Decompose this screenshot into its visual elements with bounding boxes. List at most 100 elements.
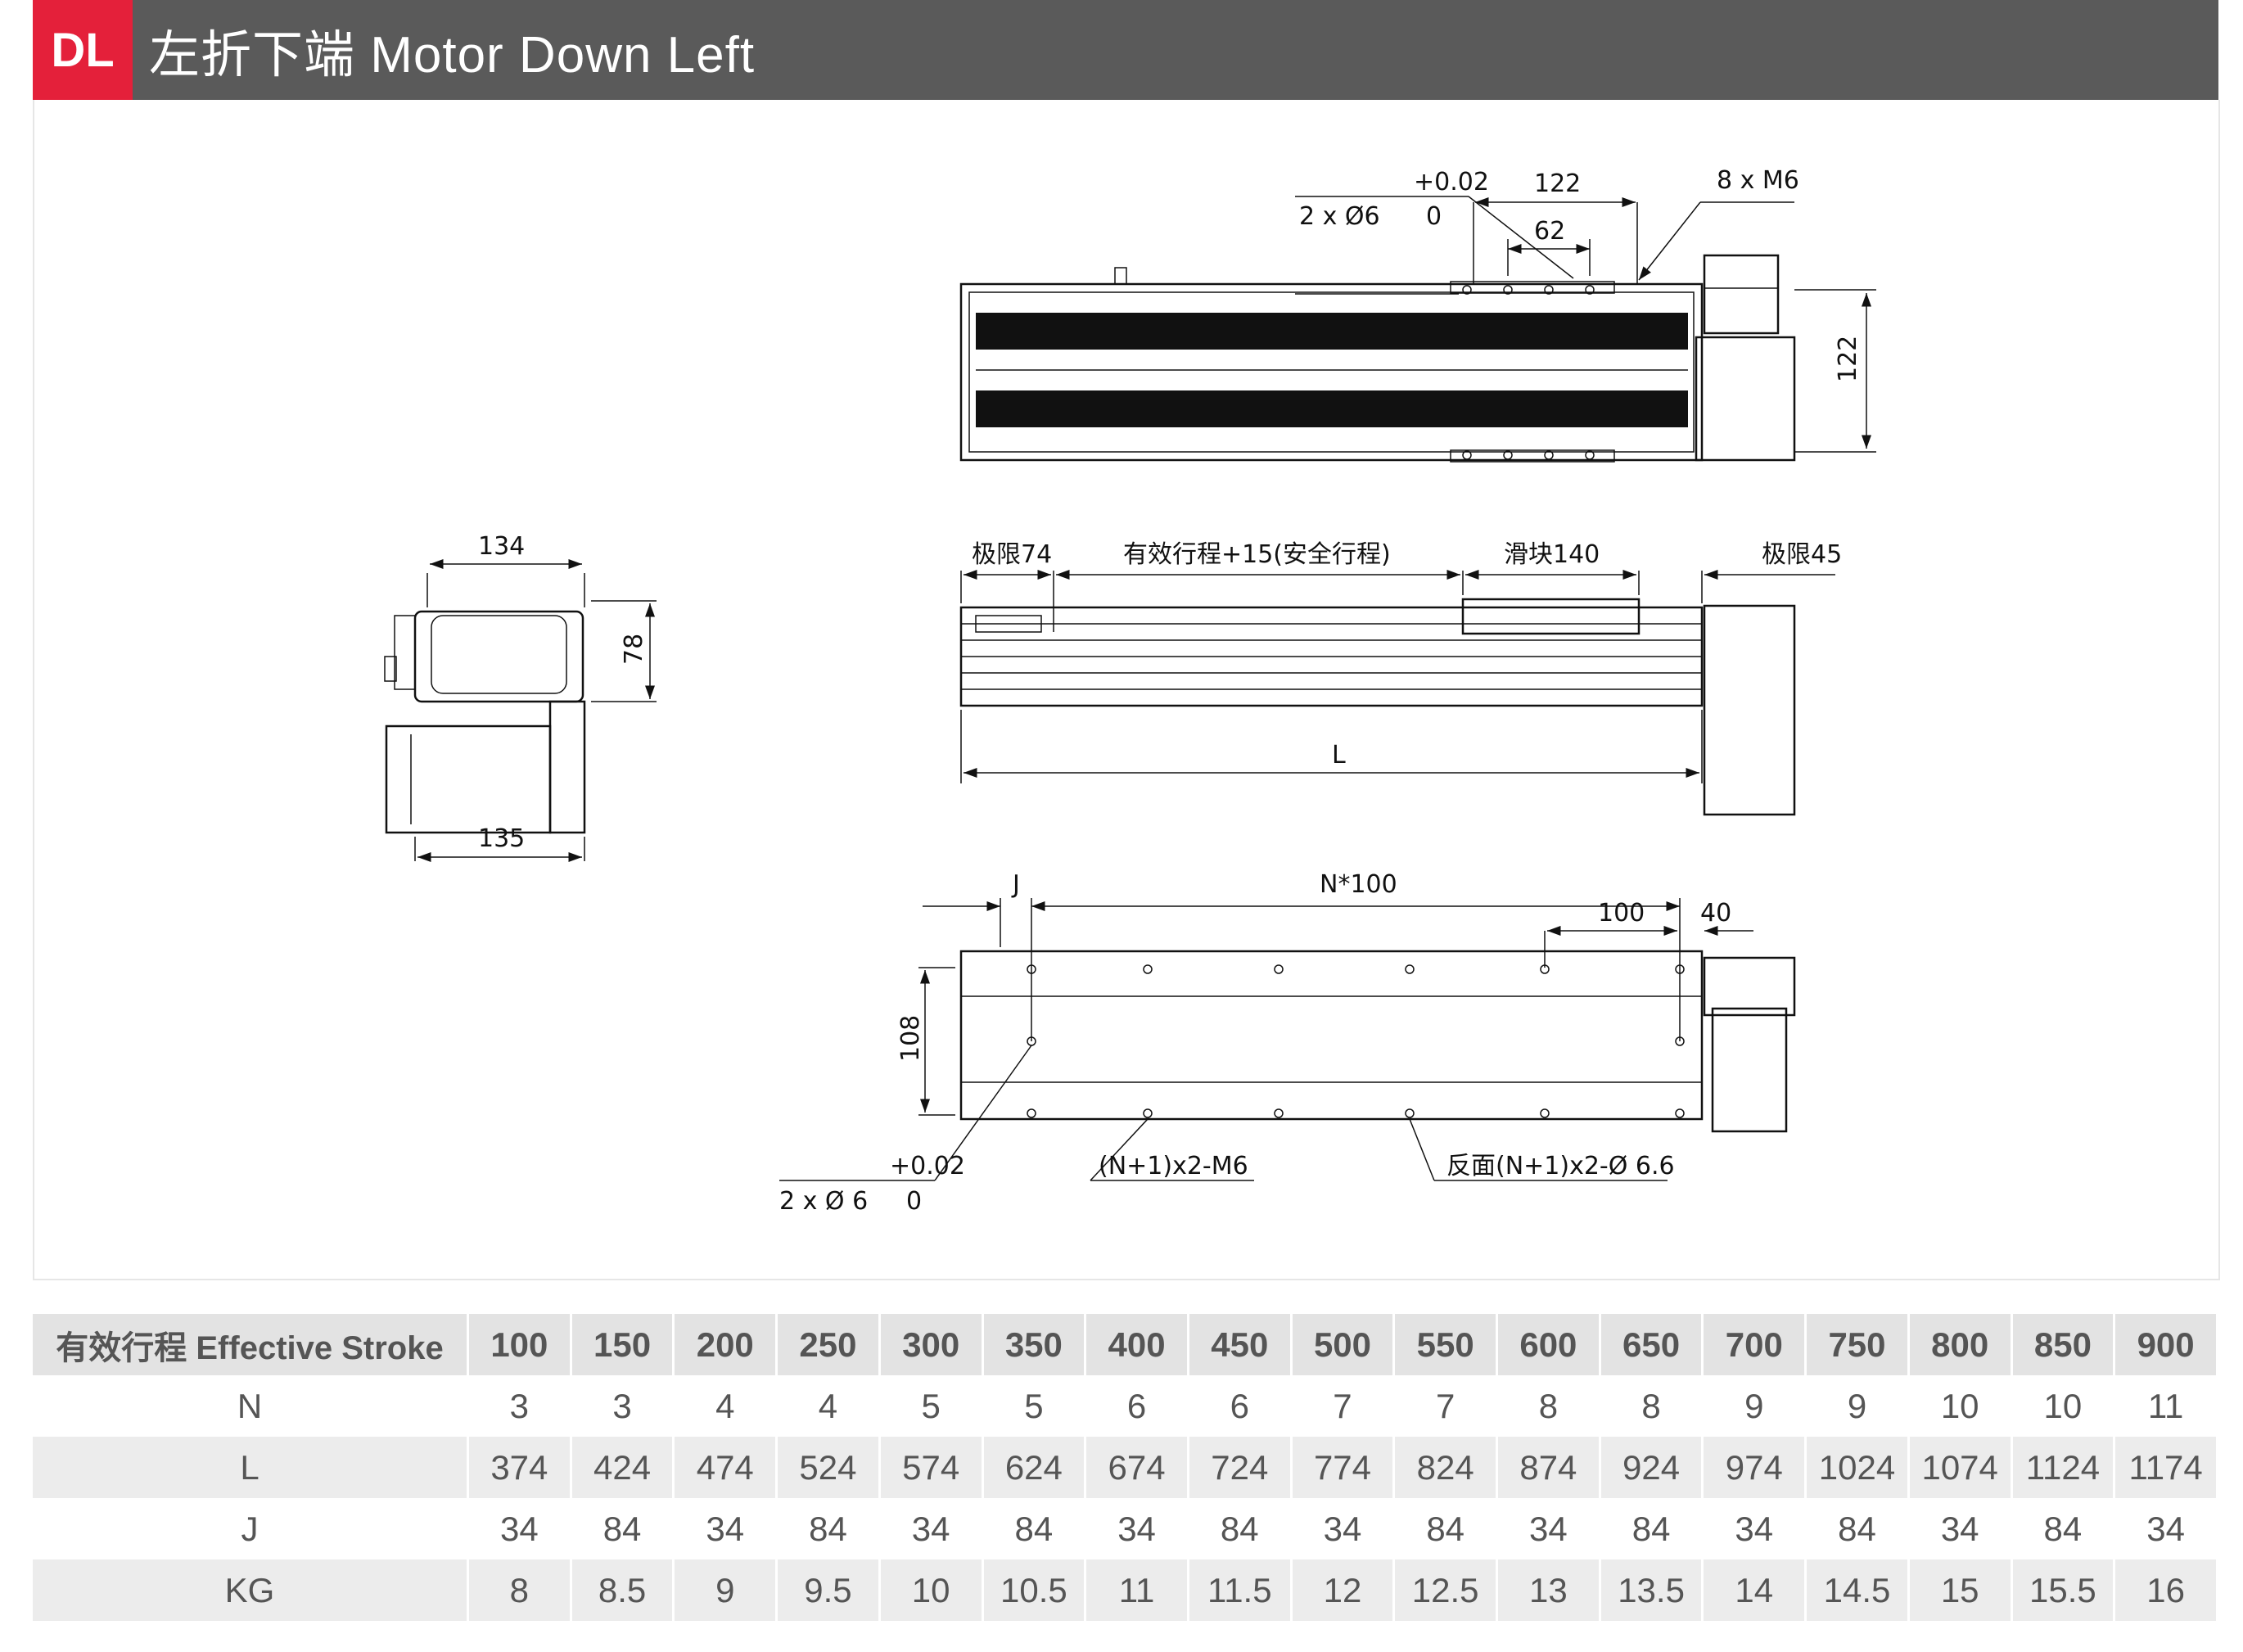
- row-label: KG: [33, 1559, 469, 1621]
- row-label: J: [33, 1498, 469, 1559]
- table-cell: 624: [982, 1437, 1087, 1498]
- table-cell: 14: [1702, 1559, 1807, 1621]
- table-cell: 3: [467, 1375, 572, 1437]
- table-cell: 474: [673, 1437, 779, 1498]
- top-tolerance-zero: 0: [1426, 202, 1442, 231]
- table-cell: 1024: [1805, 1437, 1910, 1498]
- stroke-header-cell: 250: [776, 1314, 881, 1375]
- table-cell: 774: [1291, 1437, 1396, 1498]
- side-dim-122: 122: [1834, 336, 1862, 382]
- table-cell: 15.5: [2011, 1559, 2116, 1621]
- technical-drawing: +0.02 2 x Ø6 0 122 62 8 x M6 122: [384, 166, 1876, 1216]
- stroke-header-cell: 450: [1188, 1314, 1293, 1375]
- row-label: N: [33, 1375, 469, 1437]
- stroke-header-cell: 400: [1085, 1314, 1189, 1375]
- table-cell: 34: [1908, 1498, 2013, 1559]
- table-cell: 84: [2011, 1498, 2116, 1559]
- table-cell: 4: [673, 1375, 779, 1437]
- side-slider-label: 滑块140: [1504, 540, 1600, 569]
- table-cell: 34: [1085, 1498, 1189, 1559]
- stroke-header-cell: 650: [1600, 1314, 1704, 1375]
- table-cell: 13: [1496, 1559, 1601, 1621]
- table-cell: 84: [1393, 1498, 1499, 1559]
- table-cell: 10: [1908, 1375, 2013, 1437]
- table-cell: 11.5: [1188, 1559, 1293, 1621]
- table-cell: 14.5: [1805, 1559, 1910, 1621]
- bottom-threads-label: (N+1)x2-M6: [1099, 1152, 1248, 1180]
- table-cell: 12.5: [1393, 1559, 1499, 1621]
- table-cell: 1124: [2011, 1437, 2116, 1498]
- bottom-view: J N*100 100 40 108 +0.02 2 x Ø 6 0 (N+1)…: [779, 870, 1796, 1216]
- table-cell: 84: [1805, 1498, 1910, 1559]
- table-cell: 84: [1188, 1498, 1293, 1559]
- table-cell: 34: [1702, 1498, 1807, 1559]
- stroke-header-cell: 600: [1496, 1314, 1601, 1375]
- top-tolerance-label: +0.02: [1414, 168, 1489, 196]
- table-cell: 9: [1702, 1375, 1807, 1437]
- top-dim-122: 122: [1534, 169, 1581, 198]
- stroke-header-cell: 800: [1908, 1314, 2013, 1375]
- bottom-through-holes-label: 反面(N+1)x2-Ø 6.6: [1446, 1152, 1675, 1180]
- stroke-header-cell: 850: [2011, 1314, 2116, 1375]
- bottom-tolerance-label: +0.02: [890, 1152, 965, 1180]
- end-width-135: 135: [478, 824, 525, 853]
- bottom-dim-40: 40: [1700, 899, 1731, 928]
- table-cell: 5: [879, 1375, 984, 1437]
- stroke-header-cell: 750: [1805, 1314, 1910, 1375]
- side-length-label: L: [1332, 741, 1346, 770]
- stroke-header-cell: 500: [1291, 1314, 1396, 1375]
- table-cell: 8: [1496, 1375, 1601, 1437]
- table-cell: 974: [1702, 1437, 1807, 1498]
- top-thread-label: 8 x M6: [1717, 166, 1799, 195]
- bottom-j-label: J: [1011, 870, 1020, 899]
- table-cell: 10.5: [982, 1559, 1087, 1621]
- table-cell: 8: [1600, 1375, 1704, 1437]
- section-badge: DL: [33, 0, 133, 100]
- table-cell: 34: [467, 1498, 572, 1559]
- stroke-header-label: 有效行程 Effective Stroke: [33, 1314, 469, 1375]
- stroke-header-cell: 350: [982, 1314, 1087, 1375]
- end-view: 134 78 135: [384, 532, 657, 862]
- side-view: 极限74 有效行程+15(安全行程) 滑块140 极限45 L: [959, 540, 1842, 816]
- table-cell: 574: [879, 1437, 984, 1498]
- table-cell: 84: [982, 1498, 1087, 1559]
- stroke-header-cell: 550: [1393, 1314, 1499, 1375]
- table-cell: 12: [1291, 1559, 1396, 1621]
- table-cell: 10: [2011, 1375, 2116, 1437]
- table-cell: 34: [1496, 1498, 1601, 1559]
- table-cell: 7: [1393, 1375, 1499, 1437]
- top-pin-hole-label: 2 x Ø6: [1299, 202, 1380, 231]
- table-cell: 9.5: [776, 1559, 881, 1621]
- section-header: DL 左折下端 Motor Down Left: [33, 0, 2218, 100]
- side-stroke-label: 有效行程+15(安全行程): [1123, 540, 1391, 569]
- end-width-134: 134: [478, 532, 525, 561]
- table-cell: 34: [879, 1498, 984, 1559]
- table-cell: 1074: [1908, 1437, 2013, 1498]
- table-cell: 84: [571, 1498, 675, 1559]
- bottom-dim-100: 100: [1598, 899, 1645, 928]
- table-cell: 4: [776, 1375, 881, 1437]
- section-title: 左折下端 Motor Down Left: [149, 27, 756, 84]
- table-cell: 724: [1188, 1437, 1293, 1498]
- top-view: +0.02 2 x Ø6 0 122 62 8 x M6 122: [959, 166, 1876, 463]
- table-cell: 13.5: [1600, 1559, 1704, 1621]
- table-cell: 8.5: [571, 1559, 675, 1621]
- table-cell: 874: [1496, 1437, 1601, 1498]
- table-cell: 824: [1393, 1437, 1499, 1498]
- bottom-dim-108: 108: [896, 1015, 925, 1062]
- side-limit-left: 极限74: [972, 540, 1052, 569]
- table-cell: 8: [467, 1559, 572, 1621]
- top-dim-62: 62: [1534, 217, 1565, 246]
- table-cell: 34: [2114, 1498, 2218, 1559]
- table-cell: 924: [1600, 1437, 1704, 1498]
- table-cell: 11: [2114, 1375, 2218, 1437]
- table-cell: 34: [1291, 1498, 1396, 1559]
- table-cell: 9: [673, 1559, 779, 1621]
- table-cell: 674: [1085, 1437, 1189, 1498]
- table-cell: 34: [673, 1498, 779, 1559]
